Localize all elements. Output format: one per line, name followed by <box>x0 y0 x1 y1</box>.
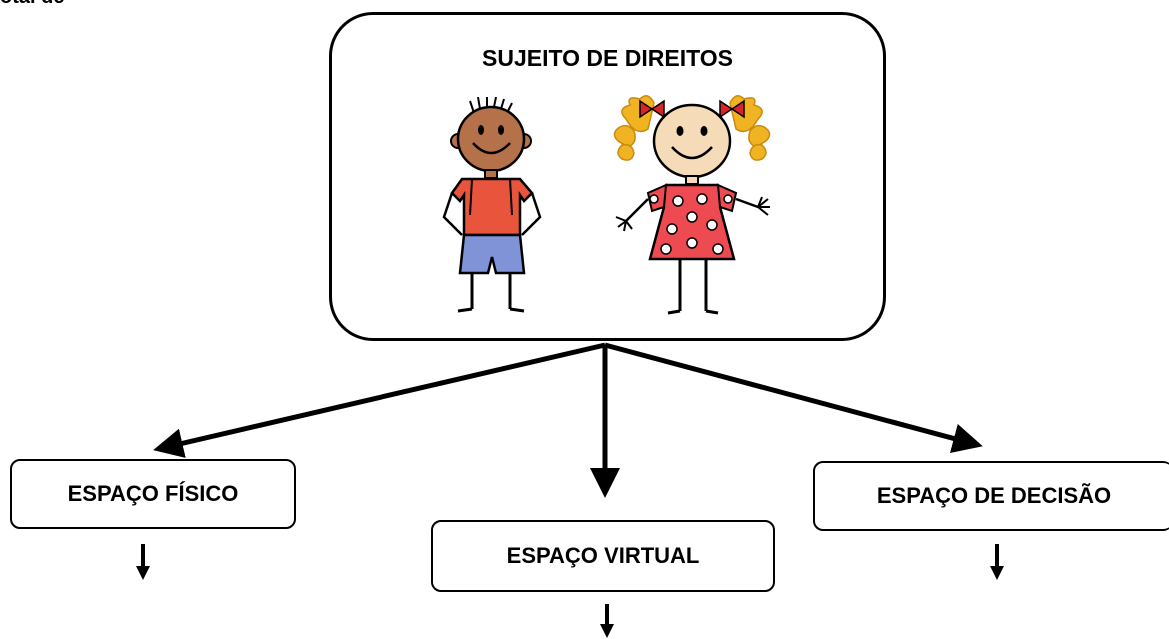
boy-drawing <box>442 97 542 313</box>
arrow-to-fisico <box>153 342 606 458</box>
arrow-down-icon-fisico <box>136 544 150 580</box>
espaco-virtual-box: ESPAÇO VIRTUAL <box>431 520 775 592</box>
girl-drawing <box>613 95 771 315</box>
sujeito-de-direitos-box: SUJEITO DE DIREITOS <box>329 12 886 341</box>
espaco-fisico-label: ESPAÇO FÍSICO <box>67 481 239 506</box>
espaco-decisao-box: ESPAÇO DE DECISÃO <box>813 461 1169 531</box>
espaco-fisico-box: ESPAÇO FÍSICO <box>10 459 296 529</box>
arrow-down-icon-virtual <box>600 604 614 638</box>
cutoff-top-text: otal de <box>0 0 64 9</box>
main-title: SUJEITO DE DIREITOS <box>482 45 733 71</box>
arrow-down-icon-decisao <box>990 544 1004 580</box>
arrow-to-decisao <box>604 342 983 454</box>
espaco-decisao-label: ESPAÇO DE DECISÃO <box>876 483 1112 508</box>
espaco-virtual-label: ESPAÇO VIRTUAL <box>506 543 700 568</box>
